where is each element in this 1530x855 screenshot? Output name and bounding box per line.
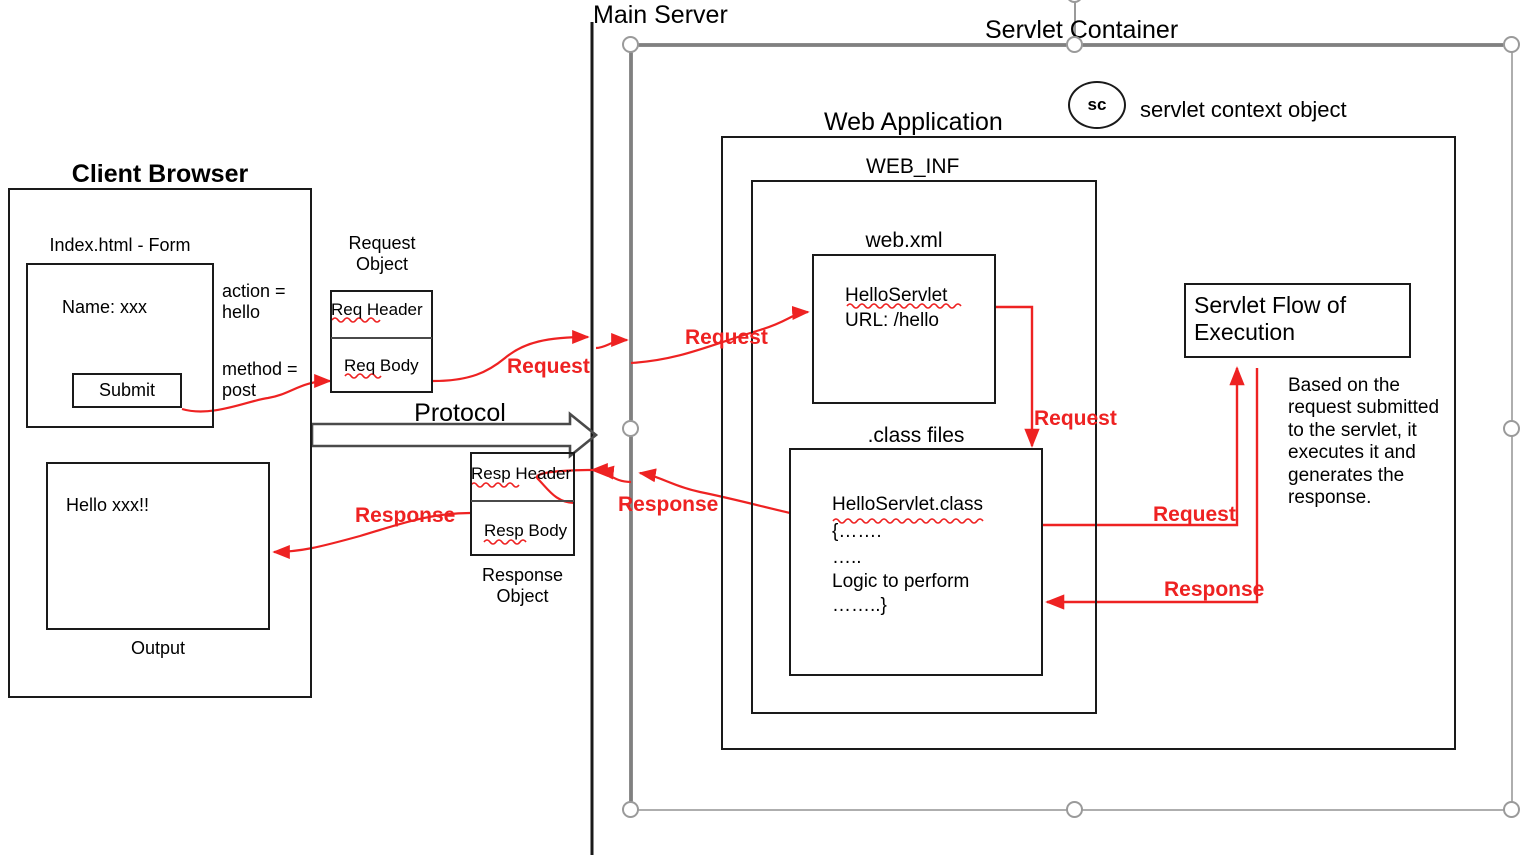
form-caption: Index.html - Form bbox=[49, 235, 191, 255]
client-browser-box bbox=[8, 188, 312, 698]
client-browser-title: Client Browser bbox=[71, 160, 249, 188]
main-server-label: Main Server bbox=[593, 1, 728, 29]
class-name: HelloServlet.class bbox=[832, 494, 983, 515]
web-inf-box bbox=[751, 180, 1097, 714]
label-response-flow: Response bbox=[1164, 578, 1265, 601]
protocol-label: Protocol bbox=[414, 399, 506, 427]
output-box bbox=[46, 462, 270, 630]
web-application-label: Web Application bbox=[824, 108, 1003, 136]
selection-handle-top-left[interactable] bbox=[622, 36, 639, 53]
request-object-caption: Request Object bbox=[348, 233, 416, 275]
label-request-protocol: Request bbox=[507, 355, 590, 378]
servlet-container-label: Servlet Container bbox=[985, 16, 1179, 44]
class-files-box bbox=[789, 448, 1043, 676]
output-text: Hello xxx!! bbox=[66, 495, 150, 515]
label-request-server: Request bbox=[685, 326, 768, 349]
req-body-label: Req Body bbox=[344, 356, 419, 375]
servlet-context-badge-text: sc bbox=[1087, 95, 1107, 114]
selection-handle-bottom-right[interactable] bbox=[1503, 801, 1520, 818]
response-object-box bbox=[470, 452, 575, 556]
web-xml-servlet-name: HelloServlet bbox=[845, 285, 948, 306]
selection-handle-bottom-middle[interactable] bbox=[1066, 801, 1083, 818]
response-object-caption: Response Object bbox=[481, 565, 564, 607]
label-response-server: Response bbox=[618, 493, 719, 516]
class-body-line-1: {……. bbox=[832, 521, 882, 542]
servlet-context-label: servlet context object bbox=[1140, 97, 1347, 122]
servlet-flow-title: Servlet Flow of Execution bbox=[1194, 292, 1347, 346]
selection-handle-top-right[interactable] bbox=[1503, 36, 1520, 53]
web-application-box bbox=[721, 136, 1456, 750]
web-xml-servlet-url: URL: /hello bbox=[845, 310, 939, 331]
selection-handle-bottom-left[interactable] bbox=[622, 801, 639, 818]
response-object-divider bbox=[471, 500, 574, 502]
servlet-context-icon: sc bbox=[1068, 81, 1126, 129]
class-body-line-2: ….. bbox=[832, 547, 862, 568]
form-name-field: Name: xxx bbox=[62, 297, 148, 317]
web-xml-box bbox=[812, 254, 996, 404]
resp-body-label: Resp Body bbox=[484, 521, 568, 540]
class-body-line-3: Logic to perform bbox=[832, 571, 970, 592]
label-request-down: Request bbox=[1034, 407, 1117, 430]
rotation-handle[interactable] bbox=[1066, 0, 1083, 3]
resp-header-label: Resp Header bbox=[471, 464, 572, 483]
class-body-line-4: ……..} bbox=[832, 595, 887, 616]
arrow-container-to-server bbox=[596, 465, 632, 484]
request-object-box bbox=[330, 290, 433, 393]
servlet-flow-box bbox=[1184, 283, 1411, 358]
label-request-flow: Request bbox=[1153, 503, 1236, 526]
selection-handle-top-middle[interactable] bbox=[1066, 36, 1083, 53]
output-caption: Output bbox=[130, 638, 186, 658]
arrow-server-to-container bbox=[595, 332, 629, 350]
web-inf-label: WEB_INF bbox=[866, 155, 960, 178]
submit-button[interactable]: Submit bbox=[72, 373, 182, 408]
request-object-divider bbox=[331, 337, 432, 339]
selection-handle-left-middle[interactable] bbox=[622, 420, 639, 437]
form-box bbox=[26, 263, 214, 428]
label-response-client: Response bbox=[355, 504, 456, 527]
web-xml-label: web.xml bbox=[865, 229, 943, 252]
form-action-attr: action = hello bbox=[222, 281, 286, 323]
form-method-attr: method = post bbox=[222, 359, 298, 401]
class-files-label: .class files bbox=[867, 424, 965, 447]
submit-button-label: Submit bbox=[98, 380, 156, 400]
servlet-flow-description: Based on the request submitted to the se… bbox=[1288, 375, 1440, 509]
selection-handle-right-middle[interactable] bbox=[1503, 420, 1520, 437]
req-header-label: Req Header bbox=[331, 300, 423, 319]
